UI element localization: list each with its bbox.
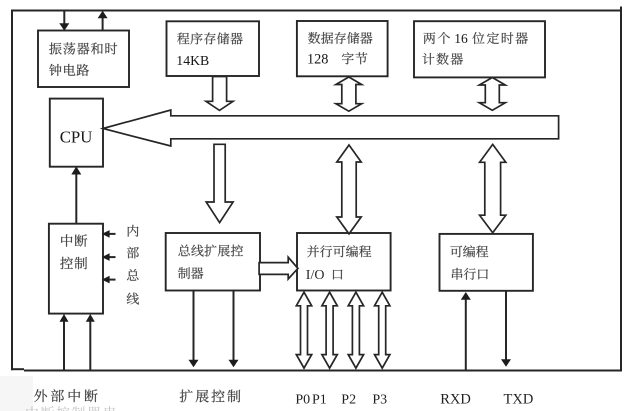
- svg-text:128: 128: [307, 51, 328, 67]
- svg-text:P0: P0: [295, 392, 310, 407]
- svg-text:TXD: TXD: [504, 392, 534, 408]
- svg-text:RXD: RXD: [440, 392, 471, 408]
- svg-text:CPU: CPU: [60, 128, 93, 147]
- svg-text:P2: P2: [341, 392, 356, 407]
- svg-text:16: 16: [454, 31, 468, 46]
- svg-text:I/O: I/O: [306, 268, 325, 283]
- svg-text:P1: P1: [312, 392, 327, 407]
- svg-text:P3: P3: [372, 392, 387, 407]
- svg-text:14KB: 14KB: [176, 53, 209, 68]
